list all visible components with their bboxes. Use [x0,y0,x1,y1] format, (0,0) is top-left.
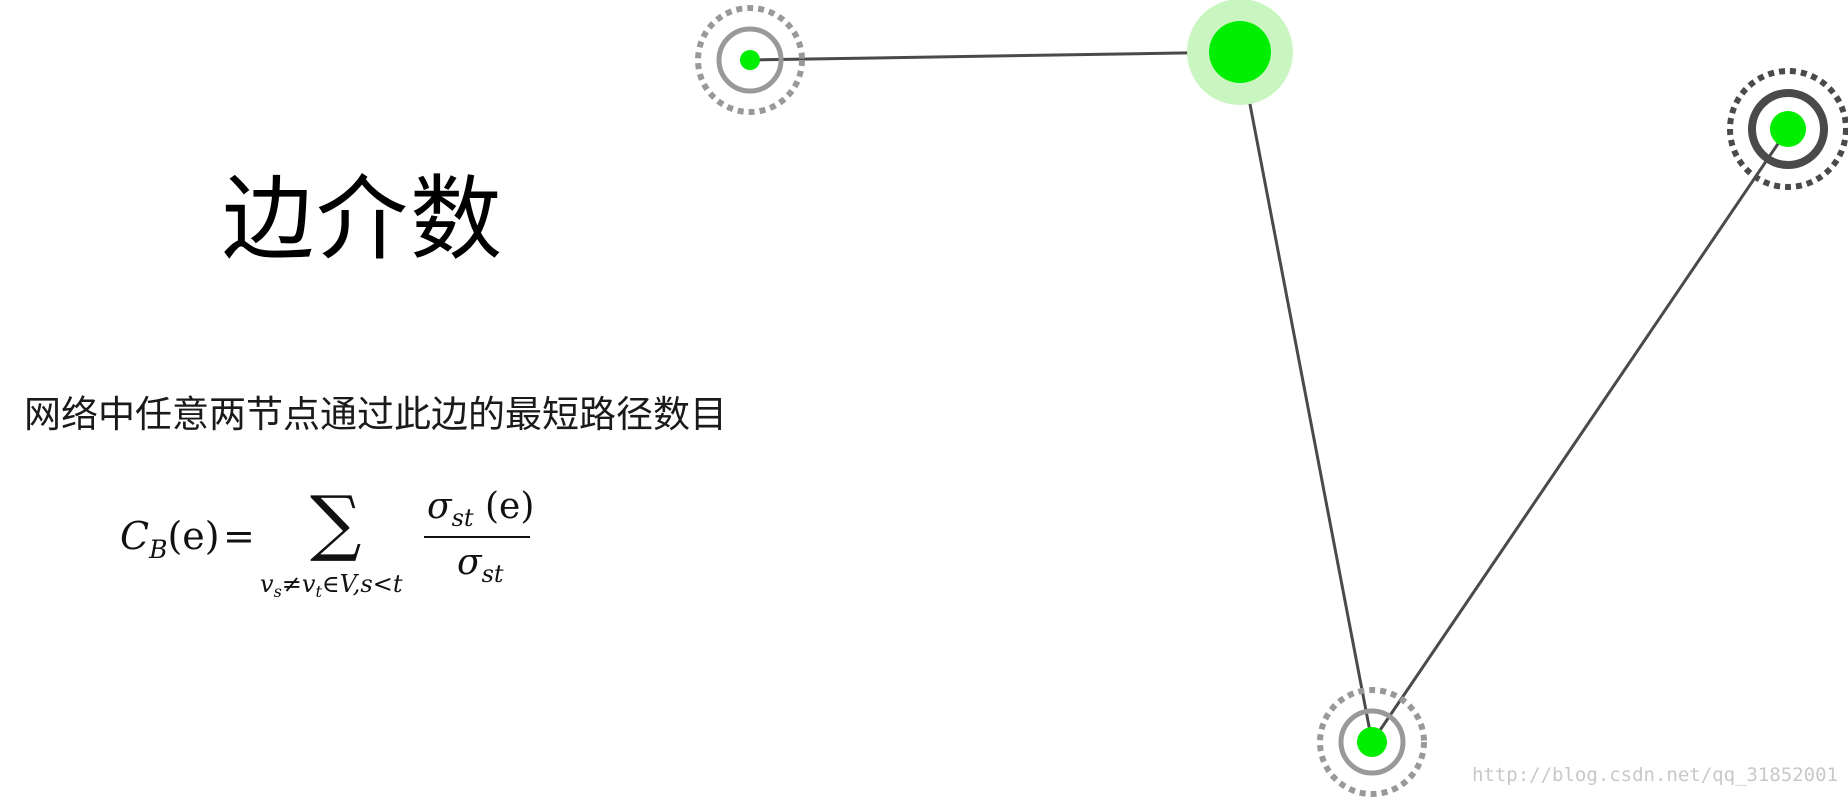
node-dot [1770,111,1806,147]
edge-n1-n2 [749,50,1241,62]
formula-under-s: s [273,582,282,601]
nodes-layer [695,0,1848,797]
formula-under-v2: v [301,570,316,598]
watermark: http://blog.csdn.net/qq_31852001 [1471,764,1838,786]
edge-n4-n3 [1370,128,1790,743]
node-n4 [1317,687,1427,797]
formula-num-sub: st [451,504,474,532]
page-title: 边介数 [222,166,505,273]
formula-lhs-subscript: B [149,535,168,564]
formula-lhs-arg: (e) [167,514,220,558]
formula-under-rest: ∈V,s<t [321,570,403,598]
node-dashed-ring [695,5,805,115]
formula-under-neq: ≠ [281,570,302,598]
formula-lhs: CB(e) [120,514,220,564]
node-dot [1209,21,1271,83]
edges-layer [749,50,1790,743]
formula-under-v1: v [260,570,274,598]
edge-betweenness-formula: CB(e) = ∑ vs≠vt∈V,s<t σst (e) σst [120,486,560,610]
node-solid-ring [1338,708,1406,776]
formula-num-sigma: σ [427,486,452,527]
node-n3 [1727,68,1848,190]
node-dashed-ring [1727,68,1848,190]
node-dot [1357,727,1387,757]
node-n2 [1187,0,1293,105]
node-dashed-ring [1317,687,1427,797]
formula-num-arg: (e) [485,486,535,527]
node-solid-ring [1748,89,1828,169]
formula-sum-symbol: ∑ [310,480,362,564]
node-dot [740,50,760,70]
formula-den-sigma: σ [457,542,482,583]
formula-under-t: t [315,582,322,601]
formula-lhs-symbol: C [120,514,150,558]
formula-denominator: σst [457,542,504,588]
formula-sum-range: vs≠vt∈V,s<t [260,570,403,601]
formula-numerator: σst (e) [427,486,534,532]
edge-n2-n4 [1238,51,1374,743]
formula-fraction-bar [424,536,530,538]
description-text: 网络中任意两节点通过此边的最短路径数目 [24,393,727,436]
formula-den-sub: st [481,560,504,588]
node-n1 [695,5,805,115]
formula-equals: = [223,514,255,558]
node-solid-ring [716,26,784,94]
